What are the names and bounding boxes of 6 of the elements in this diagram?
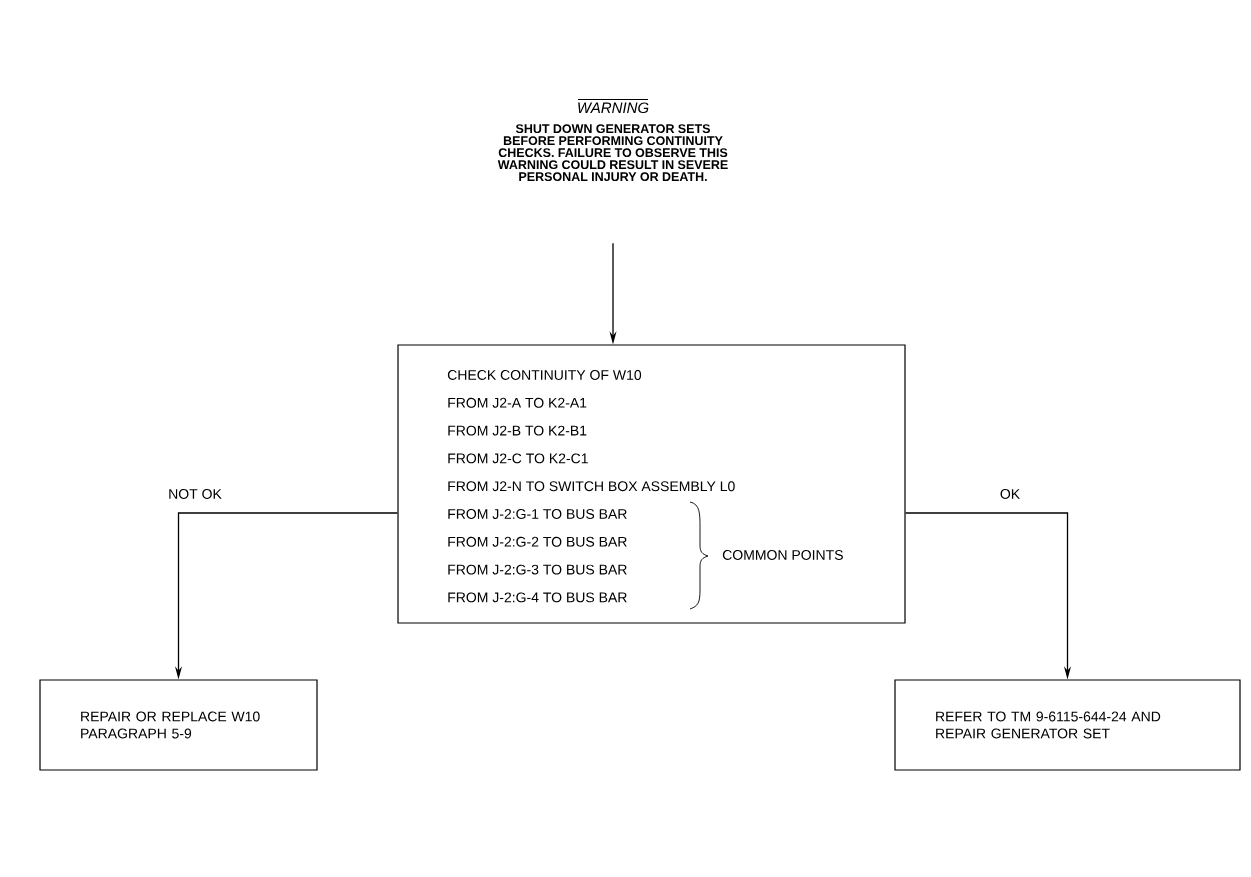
process-box: REPAIR OR REPLACE W10 PARAGRAPH 5-9 — [39, 679, 318, 771]
process-box: CHECK CONTINUITY OF W10 FROM J2-A TO K2-A1 FROM J2-B TO K2-B1 FROM J2-C TO K2-C1 FROM J2-N TO SWITCH BOX ASSEMBLY L0 FROM J-2:G-1 TO BUS BAR FROM J-2:G-2 TO BUS BAR FROM J-2:G-3 TO BUS BAR FROM J-2:G-4 TO BUS BAR COMMON POINTS — [397, 344, 906, 624]
edge-label: NOT OK — [169, 489, 222, 499]
edge-label: OK — [1000, 489, 1020, 499]
process-box: REFER TO TM 9-6115-644-24 AND REPAIR GENERATOR SET — [894, 679, 1241, 771]
warning-note: WARNING SHUT DOWN GENERATOR SETS BEFORE PERFORMING CONTINUITY CHECKS. FAILURE TO OBSERVE THIS WARNING COULD RESULT IN SEVERE PERSONAL INJURY OR DEATH. — [497, 98, 728, 182]
